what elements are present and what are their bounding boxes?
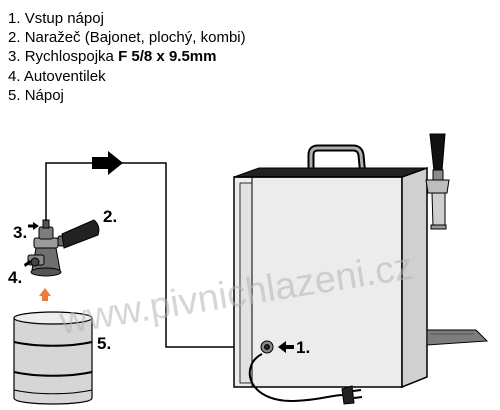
callout-5: 5. — [97, 334, 111, 353]
legend-item-3: 3. Rychlospojka F 5/8 x 9.5mm — [8, 47, 246, 66]
legend-item-3-prefix: 3. — [8, 48, 25, 66]
callout-1: 1. — [296, 338, 310, 357]
flow-arrow-icon — [92, 151, 123, 175]
callout-arrow-3-icon — [28, 222, 39, 230]
callout-arrow-1-icon — [278, 341, 294, 353]
legend-item-5-prefix: 5. — [8, 86, 25, 104]
beer-keg — [13, 311, 93, 405]
legend-item-1-text: Vstup nápoj — [24, 10, 104, 27]
keg-coupler — [27, 219, 69, 277]
beer-cooler — [233, 166, 428, 389]
power-plug-icon — [341, 385, 363, 405]
legend-item-3-text: Rychlospojka — [24, 48, 119, 66]
legend-item-5: 5. Nápoj — [8, 86, 246, 105]
legend-item-2-text: Naražeč (Bajonet, plochý, kombi) — [24, 29, 246, 47]
legend-item-4-text: Autoventilek — [23, 67, 106, 85]
legend: 1. Vstup nápoj 2. Naražeč (Bajonet, ploc… — [8, 9, 246, 105]
legend-item-4: 4. Autoventilek — [8, 67, 246, 86]
callout-2: 2. — [103, 207, 117, 226]
legend-item-5-text: Nápoj — [24, 86, 64, 104]
legend-item-1: 1. Vstup nápoj — [8, 9, 246, 28]
legend-item-2: 2. Naražeč (Bajonet, plochý, kombi) — [8, 28, 246, 47]
power-cable — [248, 353, 345, 403]
callout-4: 4. — [8, 268, 22, 287]
coupler-handle — [61, 219, 100, 249]
cooler-handle — [307, 144, 367, 177]
legend-item-4-prefix: 4. — [8, 67, 24, 85]
cooler-inlet — [260, 340, 274, 354]
drip-tray — [426, 329, 489, 346]
upward-arrow-icon — [39, 288, 51, 301]
callout-3: 3. — [13, 223, 27, 242]
beer-line — [45, 162, 262, 348]
callout-arrow-4-icon — [24, 260, 31, 267]
legend-item-1-prefix: 1. — [8, 10, 25, 27]
legend-item-3-bold: F 5/8 x 9.5mm — [118, 48, 217, 66]
beer-tap — [425, 133, 450, 230]
cooler-top — [233, 167, 428, 178]
legend-item-2-prefix: 2. — [8, 29, 25, 47]
